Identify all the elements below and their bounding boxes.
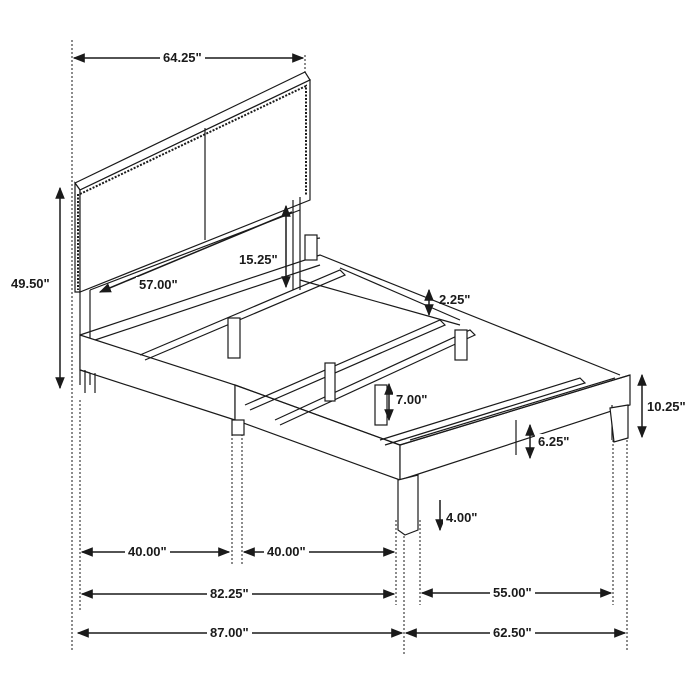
dim-rail-segment-2: 40.00" bbox=[264, 544, 309, 559]
dim-inner-length: 82.25" bbox=[207, 586, 252, 601]
dim-headboard-width: 64.25" bbox=[160, 50, 205, 65]
center-supports bbox=[227, 234, 468, 426]
dim-overall-width: 62.50" bbox=[490, 625, 535, 640]
dim-leg-height: 4.00" bbox=[443, 510, 481, 525]
dim-headboard-panel-height: 15.25" bbox=[236, 252, 281, 267]
dim-inner-foot-width: 55.00" bbox=[490, 585, 535, 600]
slats bbox=[139, 267, 587, 446]
dim-overall-length: 87.00" bbox=[207, 625, 252, 640]
dim-rail-gap: 2.25" bbox=[439, 292, 471, 307]
dim-center-support-height: 7.00" bbox=[393, 392, 431, 407]
left-side-rail bbox=[79, 334, 401, 481]
dim-footboard-height: 10.25" bbox=[644, 399, 689, 414]
dim-headboard-total-height: 49.50" bbox=[8, 276, 53, 291]
dim-side-rail-height: 6.25" bbox=[535, 434, 573, 449]
headboard bbox=[74, 71, 311, 385]
dim-rail-segment-1: 40.00" bbox=[125, 544, 170, 559]
foot-rail bbox=[397, 374, 631, 536]
dim-inner-width: 57.00" bbox=[136, 277, 181, 292]
